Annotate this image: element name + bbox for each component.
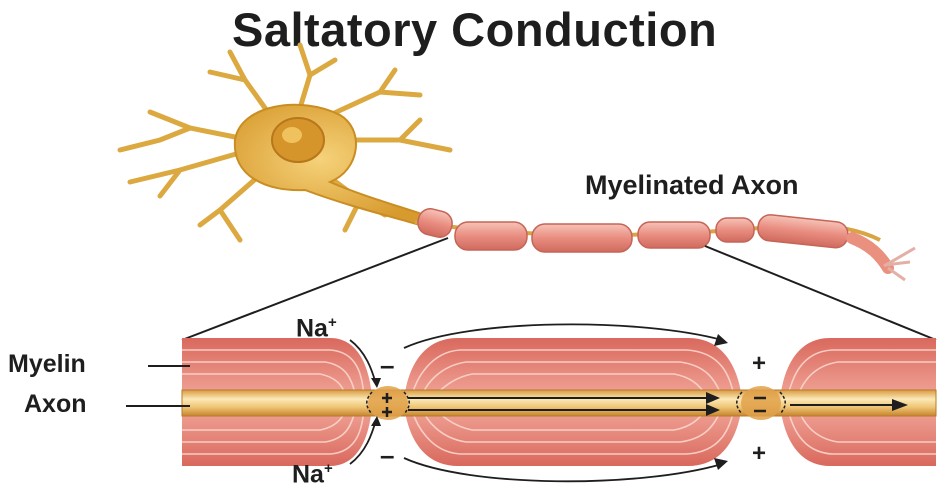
charge-plus-bottom-right: + xyxy=(752,440,766,468)
charge-minus-top-left: – xyxy=(380,350,394,381)
sodium-ion-label-bottom: Na+ xyxy=(292,460,333,489)
charge-minus-bottom-left: – xyxy=(380,440,394,471)
sodium-ion-label-top: Na+ xyxy=(296,314,337,343)
charge-plus-top-right: + xyxy=(752,350,766,378)
